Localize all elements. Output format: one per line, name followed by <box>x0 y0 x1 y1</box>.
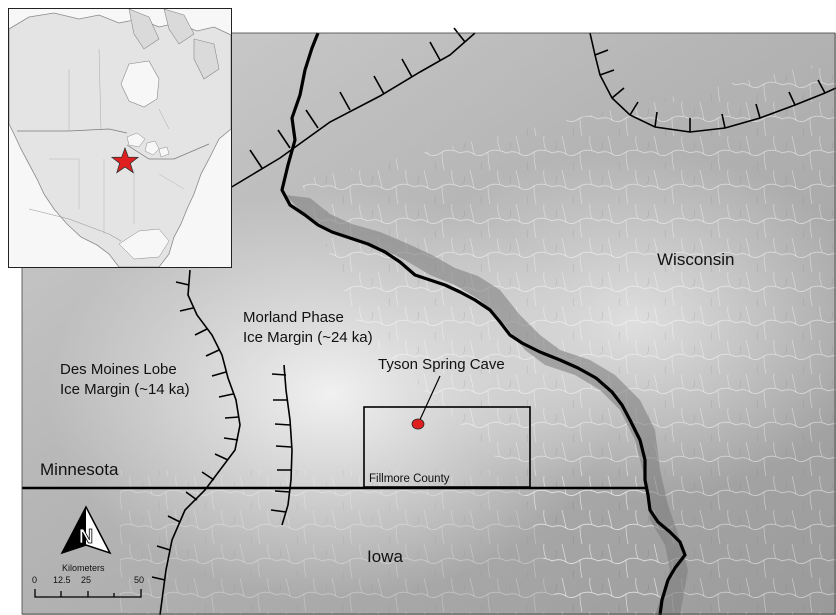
label-fillmore-county: Fillmore County <box>369 473 450 485</box>
label-tyson-spring-cave: Tyson Spring Cave <box>378 356 505 373</box>
ice-margin-north <box>229 27 476 189</box>
cave-leader-line <box>417 375 441 425</box>
inset-svg <box>9 9 231 267</box>
scale-title: Kilometers <box>62 563 105 573</box>
north-arrow-letter: N <box>79 526 93 548</box>
scale-tick-12-5: 12.5 <box>53 575 71 585</box>
inset-location-star <box>110 146 140 174</box>
scale-tick-50: 50 <box>134 575 145 585</box>
state-boundary-river <box>280 32 687 615</box>
ice-margin-morland <box>270 364 293 526</box>
scale-tick-25: 25 <box>81 575 92 585</box>
ice-margin-des-moines <box>151 269 241 615</box>
scale-bar-graphic <box>34 589 142 598</box>
label-des-moines-lobe: Des Moines Lobe Ice Margin (~14 ka) <box>60 361 190 398</box>
label-wisconsin: Wisconsin <box>657 250 735 269</box>
cave-marker <box>411 418 425 430</box>
label-morland-phase: Morland Phase Ice Margin (~24 ka) <box>243 309 373 346</box>
label-iowa: Iowa <box>367 547 403 566</box>
study-area-box <box>363 406 531 488</box>
scale-bar: Kilometers 0 12.5 25 50 <box>26 563 166 609</box>
label-minnesota: Minnesota <box>40 460 119 479</box>
ice-margin-northeast <box>589 32 836 133</box>
scale-tick-0: 0 <box>32 575 38 585</box>
inset-gulf <box>118 228 170 260</box>
inset-locator-map <box>8 8 232 268</box>
inset-hudson-bay <box>120 60 160 108</box>
north-arrow: N <box>60 505 112 562</box>
